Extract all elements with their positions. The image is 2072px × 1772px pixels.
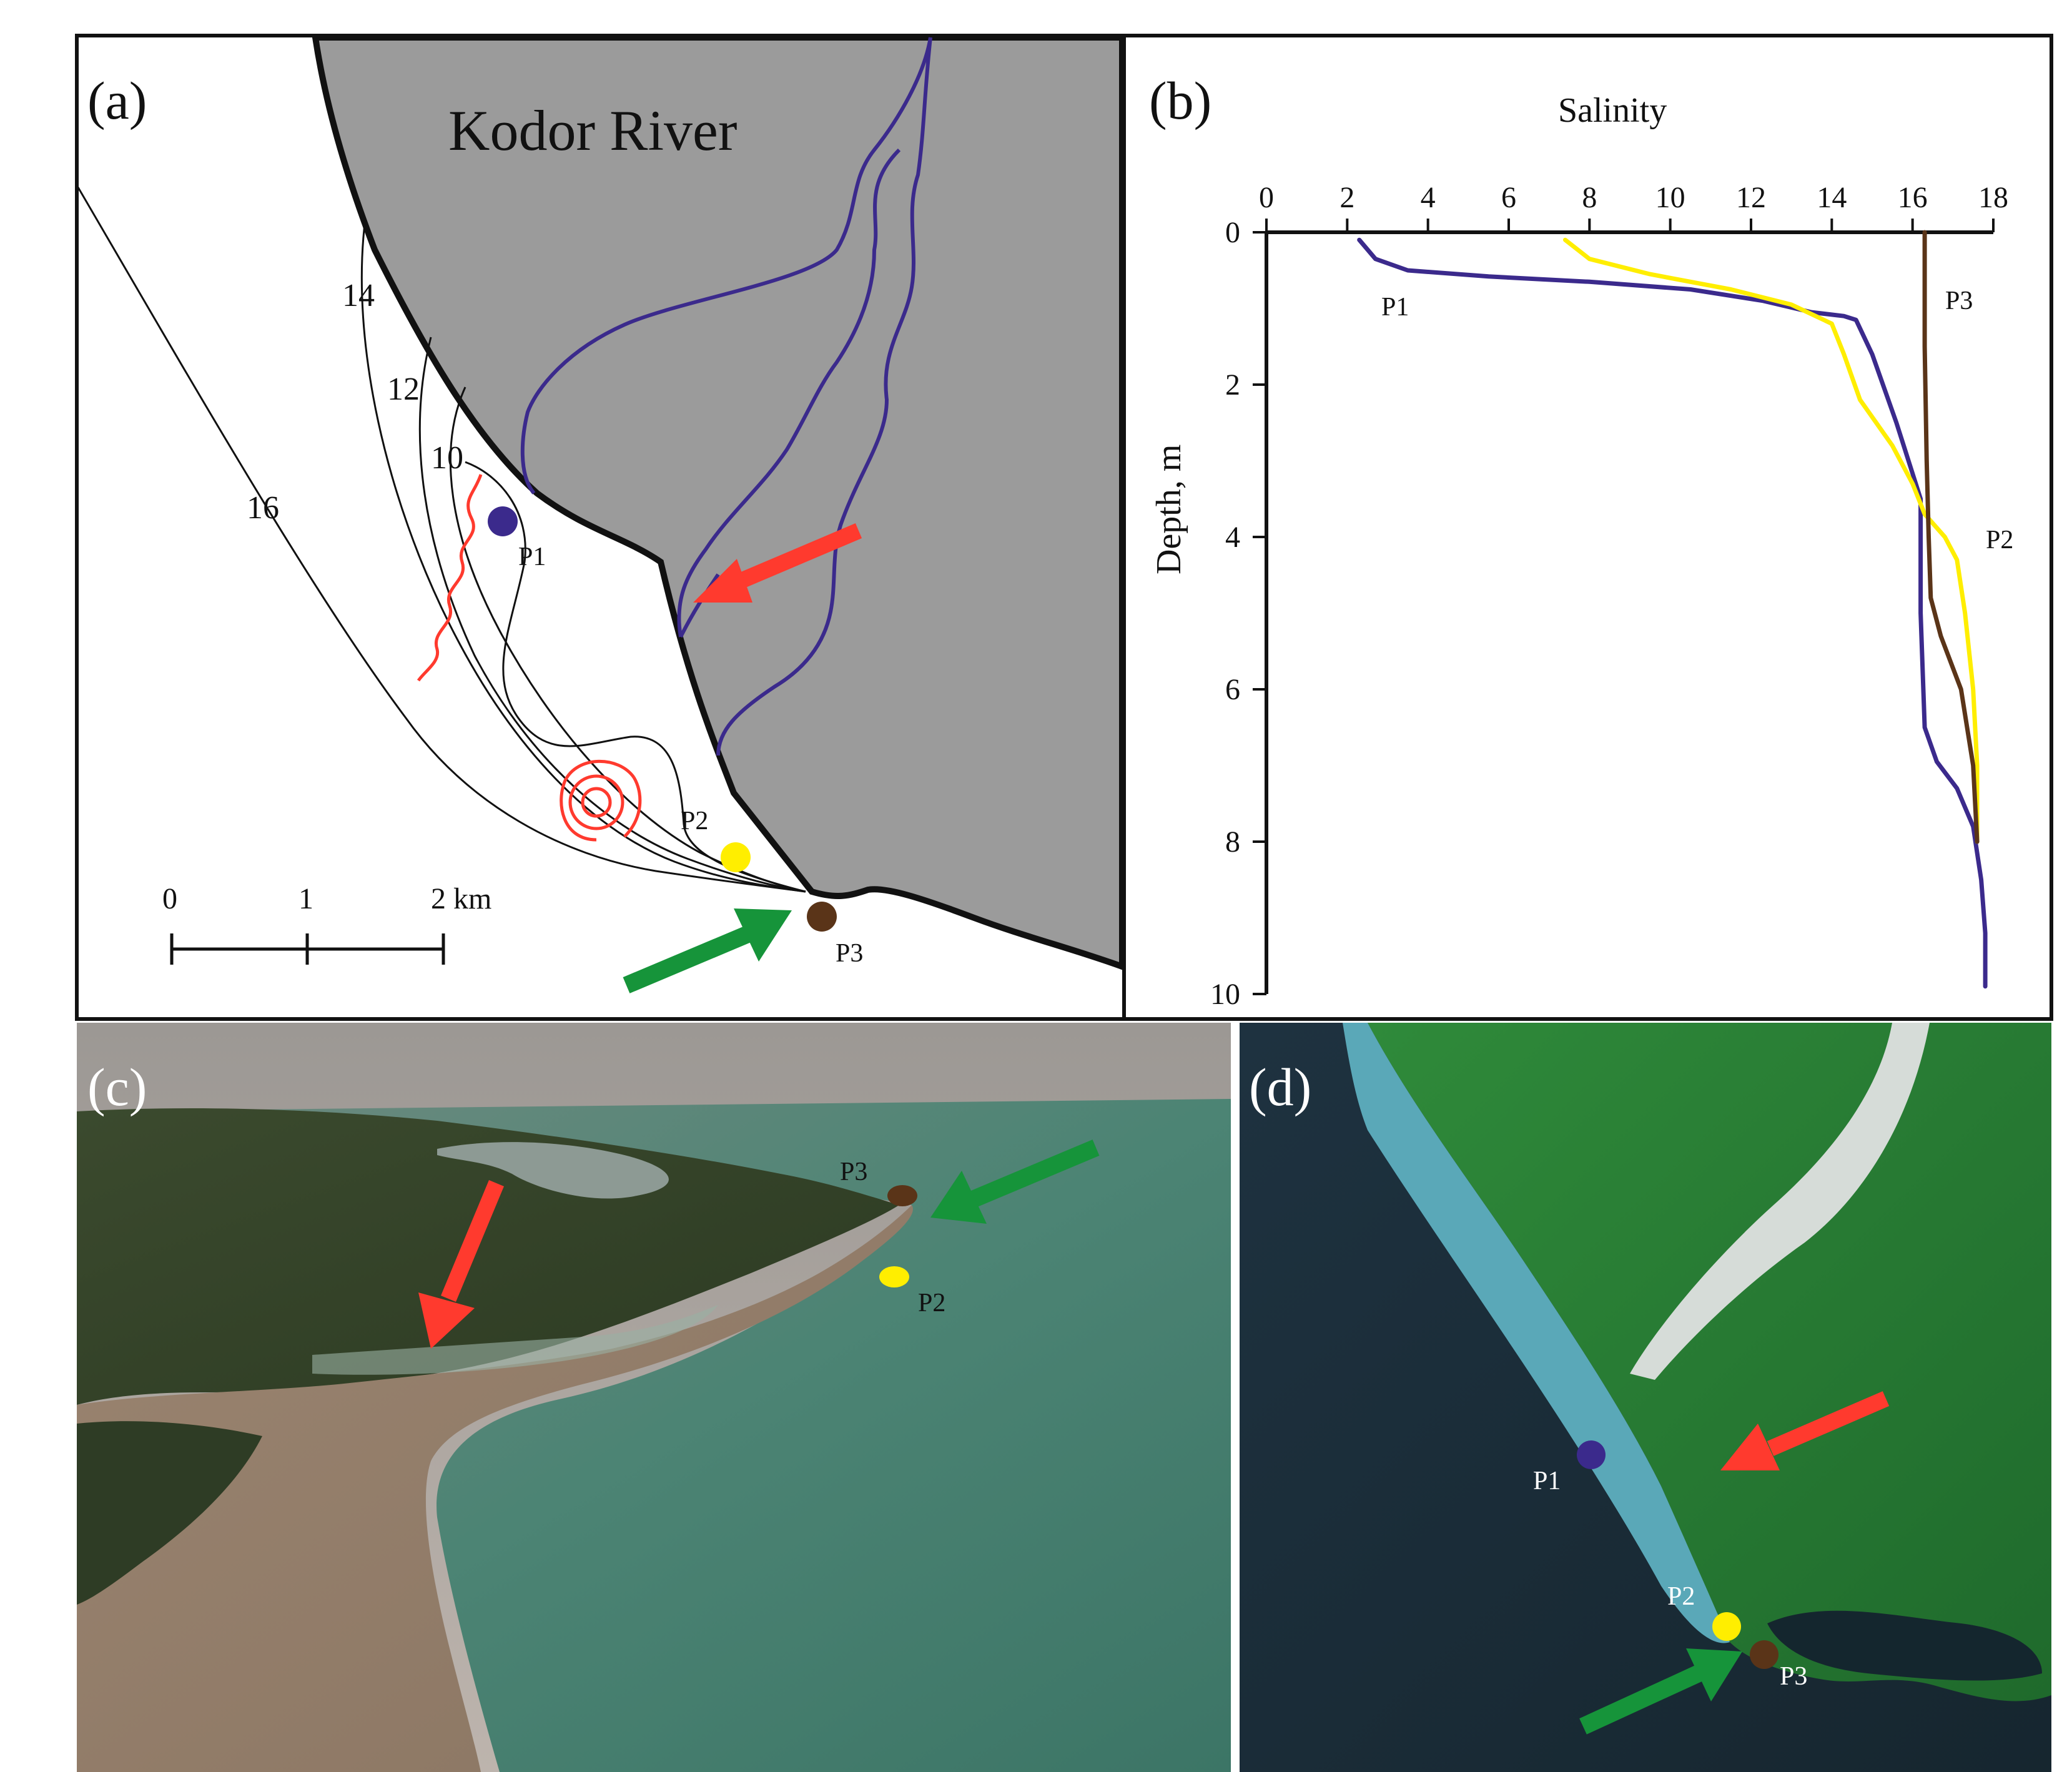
panel-b-chart: 0 2 4 6 8 10 12 14 16 18 0 2 4 6 8 10 Salinity Depth, m… <box>1122 34 2053 1021</box>
frontal-wave-icon <box>417 474 483 682</box>
flow-arrow-icon <box>418 1180 505 1349</box>
forest <box>77 1108 899 1405</box>
point-p2 <box>879 1266 909 1287</box>
x-tick-label: 6 <box>1501 181 1516 214</box>
panel-a-map: 14 12 10 16 P1 P2 P3 <box>75 34 1126 1021</box>
curve-label-p3: P3 <box>1945 287 1973 315</box>
y-tick-label: 4 <box>1225 521 1240 554</box>
point-label-p1: P1 <box>1533 1467 1561 1495</box>
isohaline-label-16: 16 <box>247 490 279 526</box>
scale-tick-2: 2 km <box>431 882 491 915</box>
y-axis-label: Depth, m <box>1150 445 1188 574</box>
panel-label-a: (a) <box>87 71 147 130</box>
river-plume <box>312 1305 718 1375</box>
eddy-icon <box>560 759 642 842</box>
point-label-p3: P3 <box>840 1158 867 1186</box>
isohaline-10-loop <box>465 461 806 893</box>
isohaline-label-14: 14 <box>342 278 375 313</box>
scale-tick-1: 1 <box>298 882 313 915</box>
y-tick-label: 8 <box>1225 825 1240 859</box>
river-bed <box>1630 1023 1930 1380</box>
point-p3 <box>1750 1640 1778 1669</box>
land <box>1368 1023 2051 1701</box>
x-tick-label: 4 <box>1421 181 1436 214</box>
point-p3 <box>807 902 837 932</box>
isohaline-14 <box>360 218 806 893</box>
panel-label-c: (c) <box>87 1057 147 1117</box>
x-tick-label: 2 <box>1339 181 1354 214</box>
x-tick-label: 0 <box>1259 181 1274 214</box>
isohaline-label-12: 12 <box>387 372 420 407</box>
sea <box>77 1099 1231 1772</box>
point-p1 <box>488 506 518 536</box>
point-label-p2: P2 <box>918 1289 945 1317</box>
curve-label-p1: P1 <box>1381 293 1409 322</box>
chart-lines <box>1357 230 1988 989</box>
series-line-p2 <box>1563 237 1980 844</box>
panel-d-satellite: P1 P2 P3 (d) <box>1240 1023 2051 1772</box>
y-tick-label: 2 <box>1225 368 1240 401</box>
point-p1 <box>1577 1440 1606 1469</box>
forest-left <box>77 1421 262 1605</box>
y-tick-label: 0 <box>1225 216 1240 249</box>
x-tick-label: 8 <box>1582 181 1597 214</box>
isohalines <box>77 187 806 893</box>
flow-arrow-icon <box>1720 1391 1890 1470</box>
chart-axes: 0 2 4 6 8 10 12 14 16 18 0 2 4 6 8 10 <box>1210 181 2008 1011</box>
point-label-p3: P3 <box>1780 1662 1807 1691</box>
x-tick-label: 14 <box>1817 181 1847 214</box>
land-area <box>312 34 1125 972</box>
isohaline-label-10: 10 <box>431 440 463 476</box>
lagoon <box>437 1142 669 1199</box>
panel-b-frame <box>1122 34 2053 1021</box>
river-name: Kodor River <box>448 99 737 162</box>
point-p2 <box>721 842 751 872</box>
curve-label-p2: P2 <box>1986 526 2013 554</box>
y-tick-label: 6 <box>1225 673 1240 706</box>
sea-arrow-icon <box>1579 1648 1742 1735</box>
isohaline-12 <box>418 337 806 893</box>
point-p3 <box>887 1185 917 1206</box>
sea-arrow-icon <box>930 1139 1100 1224</box>
sea-arrow-icon <box>623 908 792 993</box>
point-label-p1: P1 <box>518 543 546 571</box>
y-tick-label: 10 <box>1210 978 1240 1011</box>
isohaline-16 <box>77 187 806 893</box>
lagoon <box>1767 1610 2042 1681</box>
beach <box>77 1205 913 1772</box>
scale-tick-0: 0 <box>162 882 177 915</box>
point-p2 <box>1712 1612 1741 1641</box>
coastal-shelf <box>1343 1023 1730 1643</box>
river-channels <box>520 37 932 756</box>
point-label-p3: P3 <box>836 939 863 968</box>
panel-label-d: (d) <box>1249 1057 1311 1117</box>
x-axis-label: Salinity <box>1558 91 1667 130</box>
series-line-p3 <box>1922 230 1980 844</box>
x-tick-label: 10 <box>1655 181 1685 214</box>
x-tick-label: 18 <box>1978 181 2008 214</box>
x-tick-label: 12 <box>1736 181 1766 214</box>
series-line-p1 <box>1357 237 1988 989</box>
scale-bar <box>170 933 445 965</box>
flow-arrow-icon <box>693 523 862 603</box>
x-tick-label: 16 <box>1898 181 1928 214</box>
panel-c-photo: P3 P2 (c) <box>77 1023 1231 1772</box>
point-label-p2: P2 <box>681 807 708 835</box>
panel-label-b: (b) <box>1149 71 1211 130</box>
point-label-p2: P2 <box>1667 1582 1695 1611</box>
